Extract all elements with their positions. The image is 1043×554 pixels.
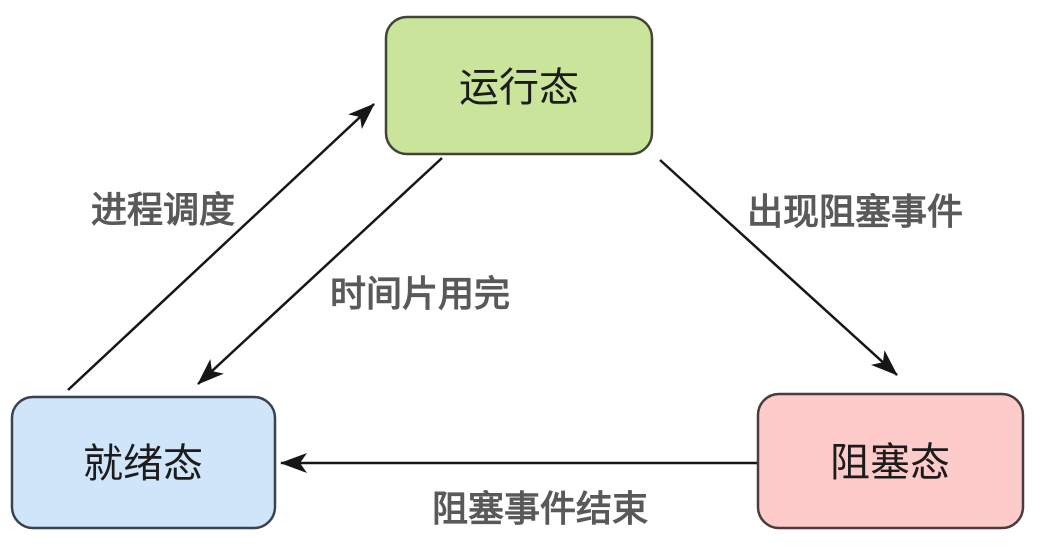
edge-running-to-ready [197,157,443,385]
state-node-ready-label: 就绪态 [83,442,203,486]
state-node-blocked [756,392,1025,530]
edge-ready-to-running [67,103,375,391]
edge-running-to-blocked [659,159,898,376]
state-node-blocked-label: 阻塞态 [830,441,950,485]
edge-label-blocking-event-ends: 阻塞事件结束 [432,488,648,529]
edge-label-time-slice-used: 时间片用完 [330,273,510,314]
state-node-running-label: 运行态 [459,66,579,110]
state-node-running [384,15,654,156]
edge-label-blocking-event-occurs: 出现阻塞事件 [747,191,963,232]
state-node-ready [10,395,277,530]
edge-label-process-scheduling: 进程调度 [91,189,235,230]
